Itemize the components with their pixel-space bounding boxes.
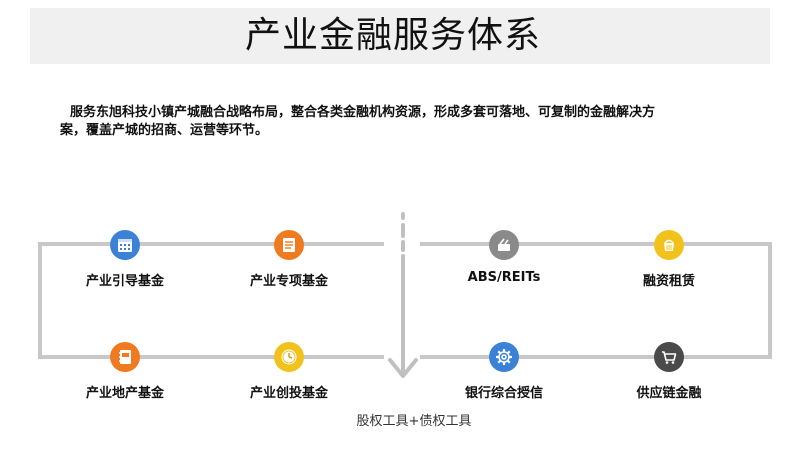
node-supply-chain-finance: [654, 342, 684, 372]
description: 服务东旭科技小镇产城融合战略布局，整合各类金融机构资源，形成多套可落地、可复制的…: [60, 104, 760, 140]
clock-icon: [281, 349, 297, 365]
node-label-industry-special-fund: 产业专项基金: [249, 274, 329, 289]
node-label-industry-guidance-fund: 产业引导基金: [85, 274, 165, 289]
gear-icon: [496, 349, 512, 365]
bucket-icon: [664, 239, 674, 251]
briefcase-tools-icon: [498, 238, 510, 251]
left-loop-line: [38, 242, 384, 359]
node-label-financial-leasing: 融资租赁: [642, 274, 696, 289]
shopping-cart-icon: [662, 351, 677, 364]
node-label-industry-real-estate-fund: 产业地产基金: [85, 386, 165, 401]
node-industry-guidance-fund: [110, 230, 140, 260]
calendar-icon: [118, 239, 132, 252]
description-line-2: 案，覆盖产城的招商、运营等环节。: [60, 123, 269, 138]
description-line-1: 服务东旭科技小镇产城融合战略布局，整合各类金融机构资源，形成多套可落地、可复制的…: [70, 105, 656, 120]
tools-caption: 股权工具+债权工具: [356, 414, 472, 429]
node-label-bank-comprehensive-credit: 银行综合授信: [464, 386, 544, 401]
node-label-abs-reits: ABS/REITs: [467, 270, 541, 285]
node-bank-comprehensive-credit: [489, 342, 519, 372]
notebook-icon: [119, 350, 131, 364]
node-industry-venture-fund: [274, 342, 304, 372]
right-loop-line: [420, 242, 772, 359]
page-title: 产业金融服务体系: [245, 15, 542, 56]
node-label-supply-chain-finance: 供应链金融: [636, 386, 702, 401]
node-industry-special-fund: [274, 230, 304, 260]
document-list-icon: [283, 238, 295, 252]
title-bar: 产业金融服务体系: [30, 8, 770, 64]
node-industry-real-estate-fund: [110, 342, 140, 372]
node-label-industry-venture-fund: 产业创投基金: [249, 386, 329, 401]
node-financial-leasing: [654, 230, 684, 260]
node-abs-reits: [489, 230, 519, 260]
center-arrow: [388, 212, 418, 378]
